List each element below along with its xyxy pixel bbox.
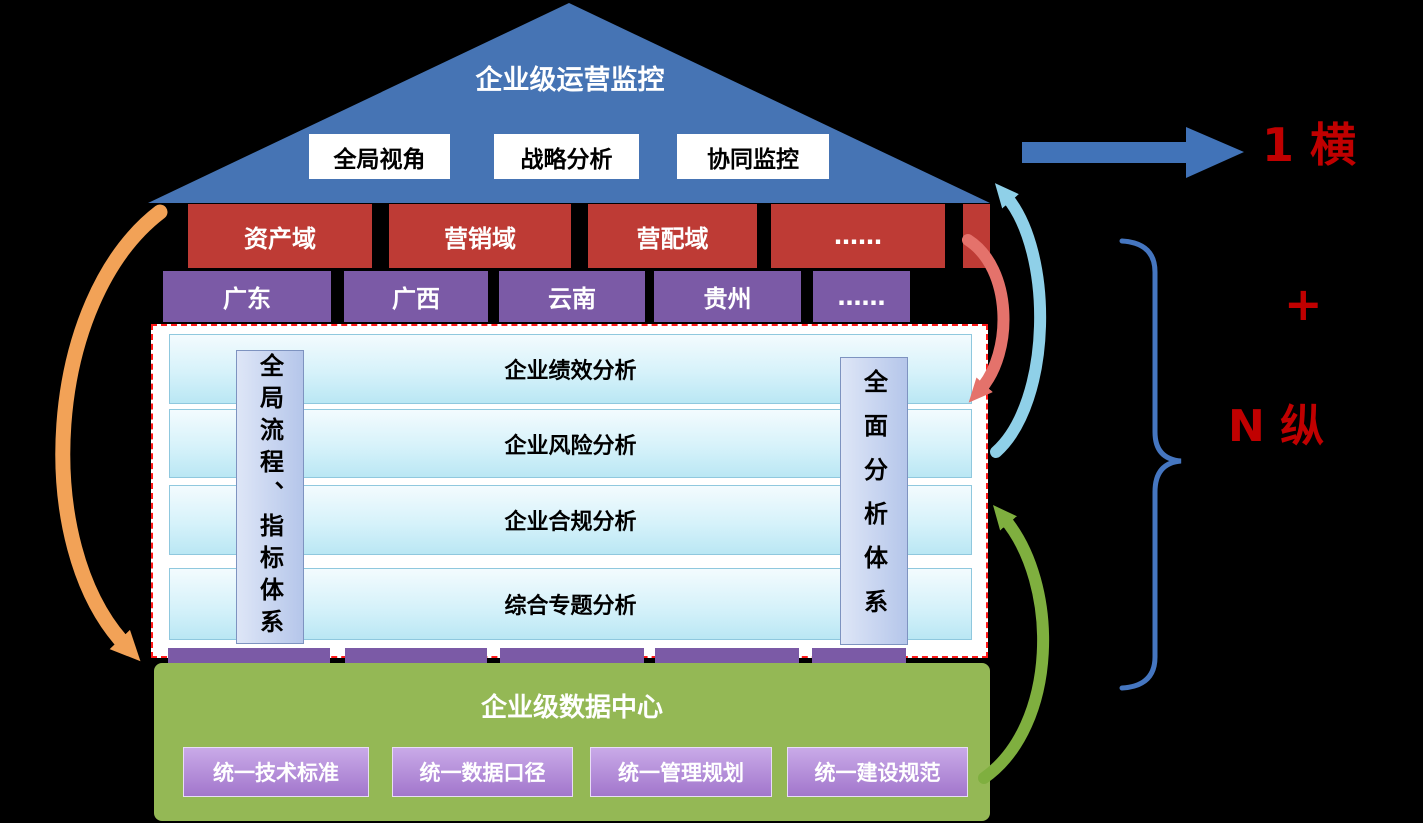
domain-box-distribution: 营配域	[588, 204, 757, 268]
domain-box-more: ……	[771, 204, 945, 268]
roof-title: 企业级运营监控	[475, 64, 665, 96]
province-box-yunnan: 云南	[499, 271, 645, 322]
standard-box-construction: 统一建设规范	[787, 747, 968, 797]
province-box-guangxi: 广西	[344, 271, 488, 322]
province-tab	[500, 648, 644, 665]
blue-right-arrow-icon	[1022, 127, 1244, 178]
roof-item-collaborative-monitoring: 协同监控	[677, 134, 829, 179]
annotation-n-vertical: N 纵	[1228, 401, 1325, 452]
province-tab	[812, 648, 906, 665]
annotation-one-horizontal: 1 横	[1262, 118, 1357, 172]
vertical-axis-left: 全局流程、指标体系	[236, 350, 304, 644]
province-tab	[345, 648, 487, 665]
province-tab	[168, 648, 330, 665]
standard-box-data-caliber: 统一数据口径	[392, 747, 573, 797]
province-tab	[655, 648, 799, 665]
curly-brace-icon	[1119, 238, 1182, 691]
vertical-axis-right: 全面分析体系	[840, 357, 908, 645]
province-box-guizhou: 贵州	[654, 271, 801, 322]
data-center-title: 企业级数据中心	[480, 692, 663, 723]
orange-curved-arrow	[55, 204, 168, 662]
roof-item-global-view: 全局视角	[309, 134, 450, 179]
annotation-plus: +	[1284, 277, 1323, 331]
green-curved-arrow	[978, 505, 1050, 784]
province-box-guangdong: 广东	[163, 271, 331, 322]
province-box-more: ……	[813, 271, 910, 322]
cyan-curved-arrow	[990, 183, 1047, 458]
standard-box-management: 统一管理规划	[590, 747, 772, 797]
domain-box-asset: 资产域	[188, 204, 372, 268]
domain-box-partial	[963, 204, 990, 268]
domain-box-marketing: 营销域	[389, 204, 571, 268]
standard-box-tech: 统一技术标准	[183, 747, 369, 797]
roof-item-strategy-analysis: 战略分析	[494, 134, 639, 179]
